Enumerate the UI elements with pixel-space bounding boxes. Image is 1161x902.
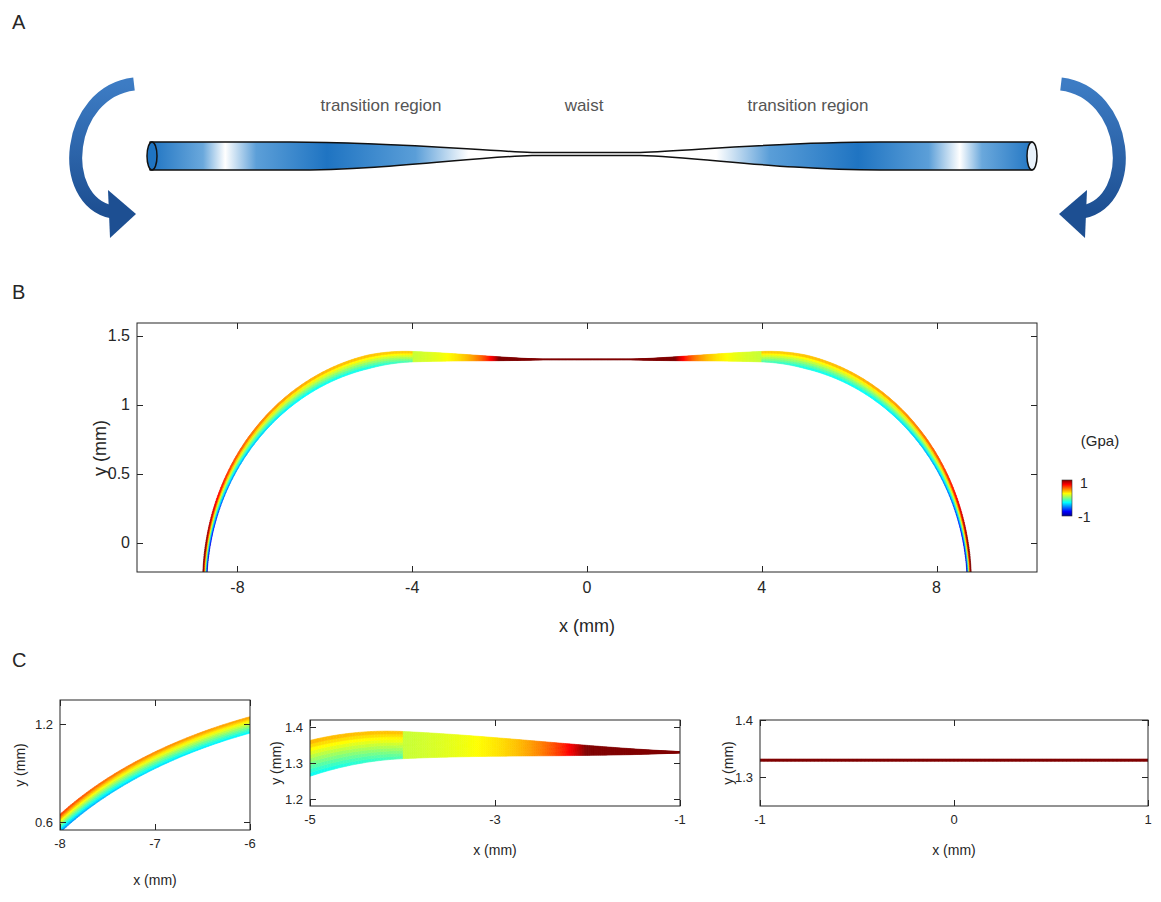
twist-arrow-right bbox=[1061, 84, 1119, 212]
plot-layer bbox=[43, 323, 1161, 845]
twist-arrow-left bbox=[76, 84, 134, 212]
fiber-right-end bbox=[1027, 142, 1037, 170]
fiber-left-cap bbox=[147, 142, 157, 170]
fiber-body bbox=[150, 142, 1032, 170]
twist-arrowhead-right bbox=[1059, 190, 1087, 238]
twist-arrowhead-left bbox=[108, 190, 136, 238]
